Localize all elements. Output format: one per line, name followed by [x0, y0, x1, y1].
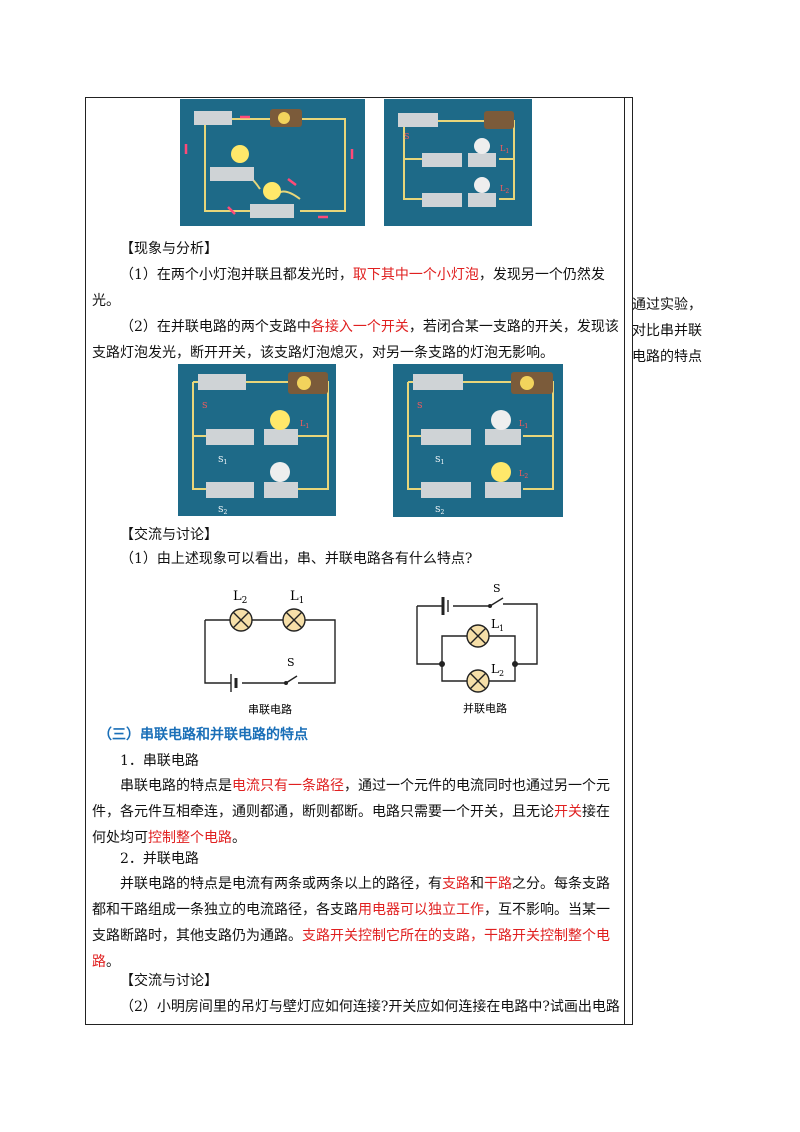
text: ，发现另一个仍然发光。 [92, 267, 605, 309]
label-l1: L1 [491, 617, 504, 633]
photo-parallel-switch-s1-closed: S S1 S2 L1 [178, 364, 336, 516]
photo-label-l1: L1 [500, 144, 509, 155]
highlight: 用电器可以独立工作 [358, 902, 484, 918]
label-l2-subscript: 2 [242, 596, 248, 606]
text: 之分。每条支路都和干路组成一条独立的电流路径，各支路 [92, 876, 610, 918]
subheading-series: 1．串联电路 [120, 753, 199, 769]
photo-label-s1: S1 [435, 455, 444, 466]
photo-label-s2-subscript: 2 [440, 509, 444, 516]
section-heading-discussion: 【交流与讨论】 [120, 527, 218, 543]
photo-label-l1-subscript: 1 [505, 148, 509, 155]
label-l2-letter: L [233, 589, 242, 604]
label-l2: L2 [233, 589, 247, 606]
text: （2）在并联电路的两个支路中 [120, 319, 311, 335]
photo-label-l1-subscript: 1 [305, 423, 309, 430]
label-l1-subscript: 1 [499, 624, 504, 633]
paragraph-observation-2: （2）在并联电路的两个支路中各接入一个开关，若闭合某一支路的开关，发现该支路灯泡… [92, 314, 620, 366]
photo-label-s: S [417, 401, 422, 410]
label-l1-subscript: 1 [299, 596, 305, 606]
text: ，若闭合某一支路的开关，发现该支路灯泡发光，断开开关，该支路灯泡熄灭，对另一条支… [92, 319, 619, 361]
photo-series-circuit [180, 99, 365, 226]
side-note-line: 对比串并联 [632, 323, 702, 339]
photo-label-s1-subscript: 1 [223, 459, 227, 466]
section-title-three: （三）串联电路和并联电路的特点 [98, 727, 308, 743]
question-2: （2）小明房间里的吊灯与壁灯应如何连接?开关应如何连接在电路中?试画出电路 [120, 999, 620, 1015]
highlight: 控制整个电路 [148, 830, 232, 846]
series-circuit-diagram: L2 L1 S 串联电路 [204, 589, 336, 716]
caption-series-circuit: 串联电路 [248, 703, 292, 716]
label-l1: L1 [290, 589, 304, 606]
highlight: 电流只有一条路径 [232, 778, 344, 794]
photo-label-s2: S2 [435, 505, 444, 516]
text: ，通过一个元件的电流同时也通过另一个元件，各元件互相牵连，通则都通，断则都断。电… [92, 778, 610, 820]
highlight: 开关 [554, 804, 582, 820]
label-l2: L2 [491, 662, 504, 678]
text: 和 [470, 876, 484, 892]
highlight: 各接入一个开关 [310, 319, 409, 335]
table-column-divider [624, 97, 625, 1025]
paragraph-observation-1: （1）在两个小灯泡并联且都发光时，取下其中一个小灯泡，发现另一个仍然发光。 [92, 262, 620, 314]
photo-label-s: S [202, 401, 207, 410]
section-heading-phenomenon: 【现象与分析】 [120, 241, 218, 257]
label-l2-letter: L [491, 662, 499, 676]
lesson-table-frame [85, 97, 633, 1025]
photo-label-l1-letter: L [519, 419, 525, 428]
photo-label-l2-subscript: 2 [505, 188, 509, 195]
label-switch-s: S [493, 582, 501, 595]
photo-label-s2: S2 [218, 505, 227, 516]
photo-label-l1: L1 [519, 419, 528, 430]
side-note-line: 电路的特点 [632, 349, 702, 365]
photo-parallel-circuit-one-bulb-removed: S L1 L2 [384, 99, 532, 226]
highlight: 支路 [442, 876, 470, 892]
label-l1-letter: L [491, 617, 499, 631]
photo-label-l2-letter: L [519, 469, 525, 478]
photo-label-s1-letter: S [435, 455, 440, 464]
photo-label-l2: L2 [519, 469, 528, 480]
photo-label-s1-subscript: 1 [440, 459, 444, 466]
side-note-line: 通过实验， [632, 297, 702, 313]
photo-label-s2-subscript: 2 [223, 509, 227, 516]
photo-label-s1-letter: S [218, 455, 223, 464]
subheading-parallel: 2．并联电路 [120, 851, 199, 867]
paragraph-series-features: 串联电路的特点是电流只有一条路径，通过一个元件的电流同时也通过另一个元件，各元件… [92, 773, 620, 851]
text: ，互不影响。当某一支路断路时，其他支路仍为通路。 [92, 902, 610, 944]
photo-label-s1: S1 [218, 455, 227, 466]
text: 。 [106, 954, 120, 970]
photo-label-l2-subscript: 2 [524, 473, 528, 480]
paragraph-parallel-features: 并联电路的特点是电流有两条或两条以上的路径，有支路和干路之分。每条支路都和干路组… [92, 871, 620, 975]
photo-label-l1-subscript: 1 [524, 423, 528, 430]
parallel-circuit-diagram: S L1 L2 并联电路 [416, 582, 538, 715]
photo-label-l2-letter: L [500, 184, 506, 193]
text: 串联电路的特点是 [120, 778, 232, 794]
photo-label-s2-letter: S [435, 505, 440, 514]
text: 。 [232, 830, 246, 846]
highlight: 支路开关控制它所在的支路，干路开关控制整个电路 [92, 928, 610, 970]
text: 并联电路的特点是电流有两条或两条以上的路径，有 [120, 876, 442, 892]
section-heading-discussion-2: 【交流与讨论】 [120, 973, 218, 989]
text: （1）在两个小灯泡并联且都发光时， [120, 267, 353, 283]
photo-parallel-switch-s2-closed: S S1 S2 L1 L2 [393, 364, 563, 517]
label-l1-letter: L [290, 589, 299, 604]
label-switch-s: S [287, 656, 295, 669]
photo-label-l2: L2 [500, 184, 509, 195]
text: 接在何处均可 [92, 804, 610, 846]
photo-label-l1-letter: L [300, 419, 306, 428]
question-1: （1）由上述现象可以看出，串、并联电路各有什么特点? [120, 551, 473, 567]
photo-label-l1: L1 [300, 419, 309, 430]
photo-label-s2-letter: S [218, 505, 223, 514]
photo-label-s: S [404, 132, 409, 141]
side-note: 通过实验， 对比串并联 电路的特点 [632, 292, 716, 370]
caption-parallel-circuit: 并联电路 [463, 701, 507, 715]
label-l2-subscript: 2 [499, 669, 504, 678]
highlight: 取下其中一个小灯泡 [352, 267, 479, 283]
photo-label-l1-letter: L [500, 144, 506, 153]
highlight: 干路 [484, 876, 512, 892]
